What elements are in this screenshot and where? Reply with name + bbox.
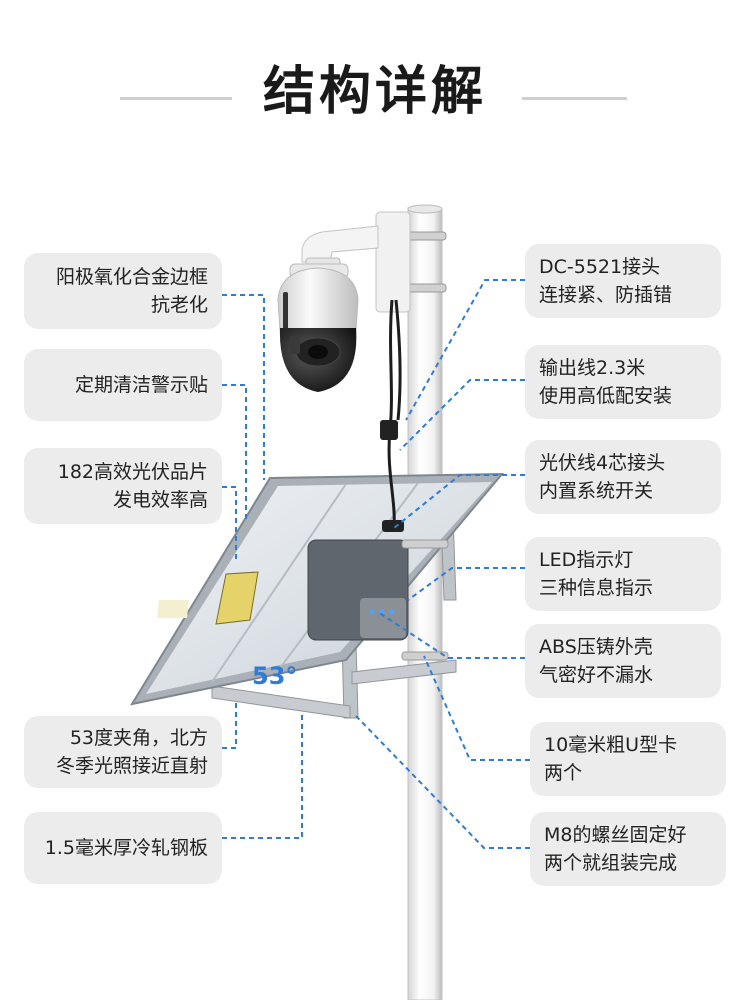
callout-steel-plate: 1.5毫米厚冷轧钢板	[24, 812, 222, 884]
callout-dc-connector: DC-5521接头 连接紧、防插错	[525, 244, 721, 318]
callout-text: 光伏线4芯接头	[539, 452, 666, 474]
callout-m8-screw: M8的螺丝固定好 两个就组装完成	[530, 812, 726, 886]
leader-lines	[222, 279, 530, 849]
callout-text: 定期清洁警示贴	[74, 374, 208, 396]
callout-abs-housing: ABS压铸外壳 气密好不漏水	[525, 624, 721, 698]
ptz-camera	[277, 263, 359, 392]
callout-text: 10毫米粗U型卡	[544, 734, 678, 756]
callout-text: 冬季光照接近直射	[55, 755, 208, 777]
callout-text: DC-5521接头	[539, 256, 661, 278]
title-divider-left	[120, 97, 232, 100]
callout-text: 内置系统开关	[539, 480, 654, 502]
callout-text: 阳极氧化合金边框	[55, 266, 208, 288]
callout-text: 1.5毫米厚冷轧钢板	[44, 837, 208, 859]
cables	[380, 299, 404, 532]
callout-led-indicator: LED指示灯 三种信息指示	[525, 537, 721, 611]
callout-text: 抗老化	[150, 294, 208, 316]
callout-output-cable: 输出线2.3米 使用高低配安装	[525, 345, 721, 419]
callout-text: LED指示灯	[539, 549, 634, 571]
battery-control-box	[307, 539, 409, 641]
callout-text: 182高效光伏品片	[57, 461, 208, 483]
callout-text: 发电效率高	[112, 489, 208, 511]
callout-text: 三种信息指示	[539, 577, 654, 599]
callout-text: 输出线2.3米	[539, 357, 646, 379]
mounting-pole	[407, 204, 443, 1000]
callout-text: 两个	[544, 762, 583, 784]
callout-text: 连接紧、防插错	[539, 284, 673, 306]
callout-text: 两个就组装完成	[544, 852, 678, 874]
callout-pv-cable: 光伏线4芯接头 内置系统开关	[525, 440, 721, 514]
title-divider-right	[522, 97, 627, 100]
callout-alloy-frame: 阳极氧化合金边框 抗老化	[24, 253, 222, 329]
callout-warning-sticker: 定期清洁警示贴	[24, 349, 222, 421]
panel-angle-label: 53°	[252, 662, 298, 690]
page-title: 结构详解	[262, 62, 487, 122]
callout-pv-cells: 182高效光伏品片 发电效率高	[24, 448, 222, 524]
callout-text: 53度夹角，北方	[69, 727, 208, 749]
callout-text: M8的螺丝固定好	[544, 824, 687, 846]
callout-text: 使用高低配安装	[539, 385, 673, 407]
callout-53-degree: 53度夹角，北方 冬季光照接近直射	[24, 716, 222, 788]
camera-bracket	[301, 211, 411, 313]
callout-text: 气密好不漏水	[539, 664, 654, 686]
callout-text: ABS压铸外壳	[539, 636, 653, 658]
callout-u-clamp: 10毫米粗U型卡 两个	[530, 722, 726, 796]
